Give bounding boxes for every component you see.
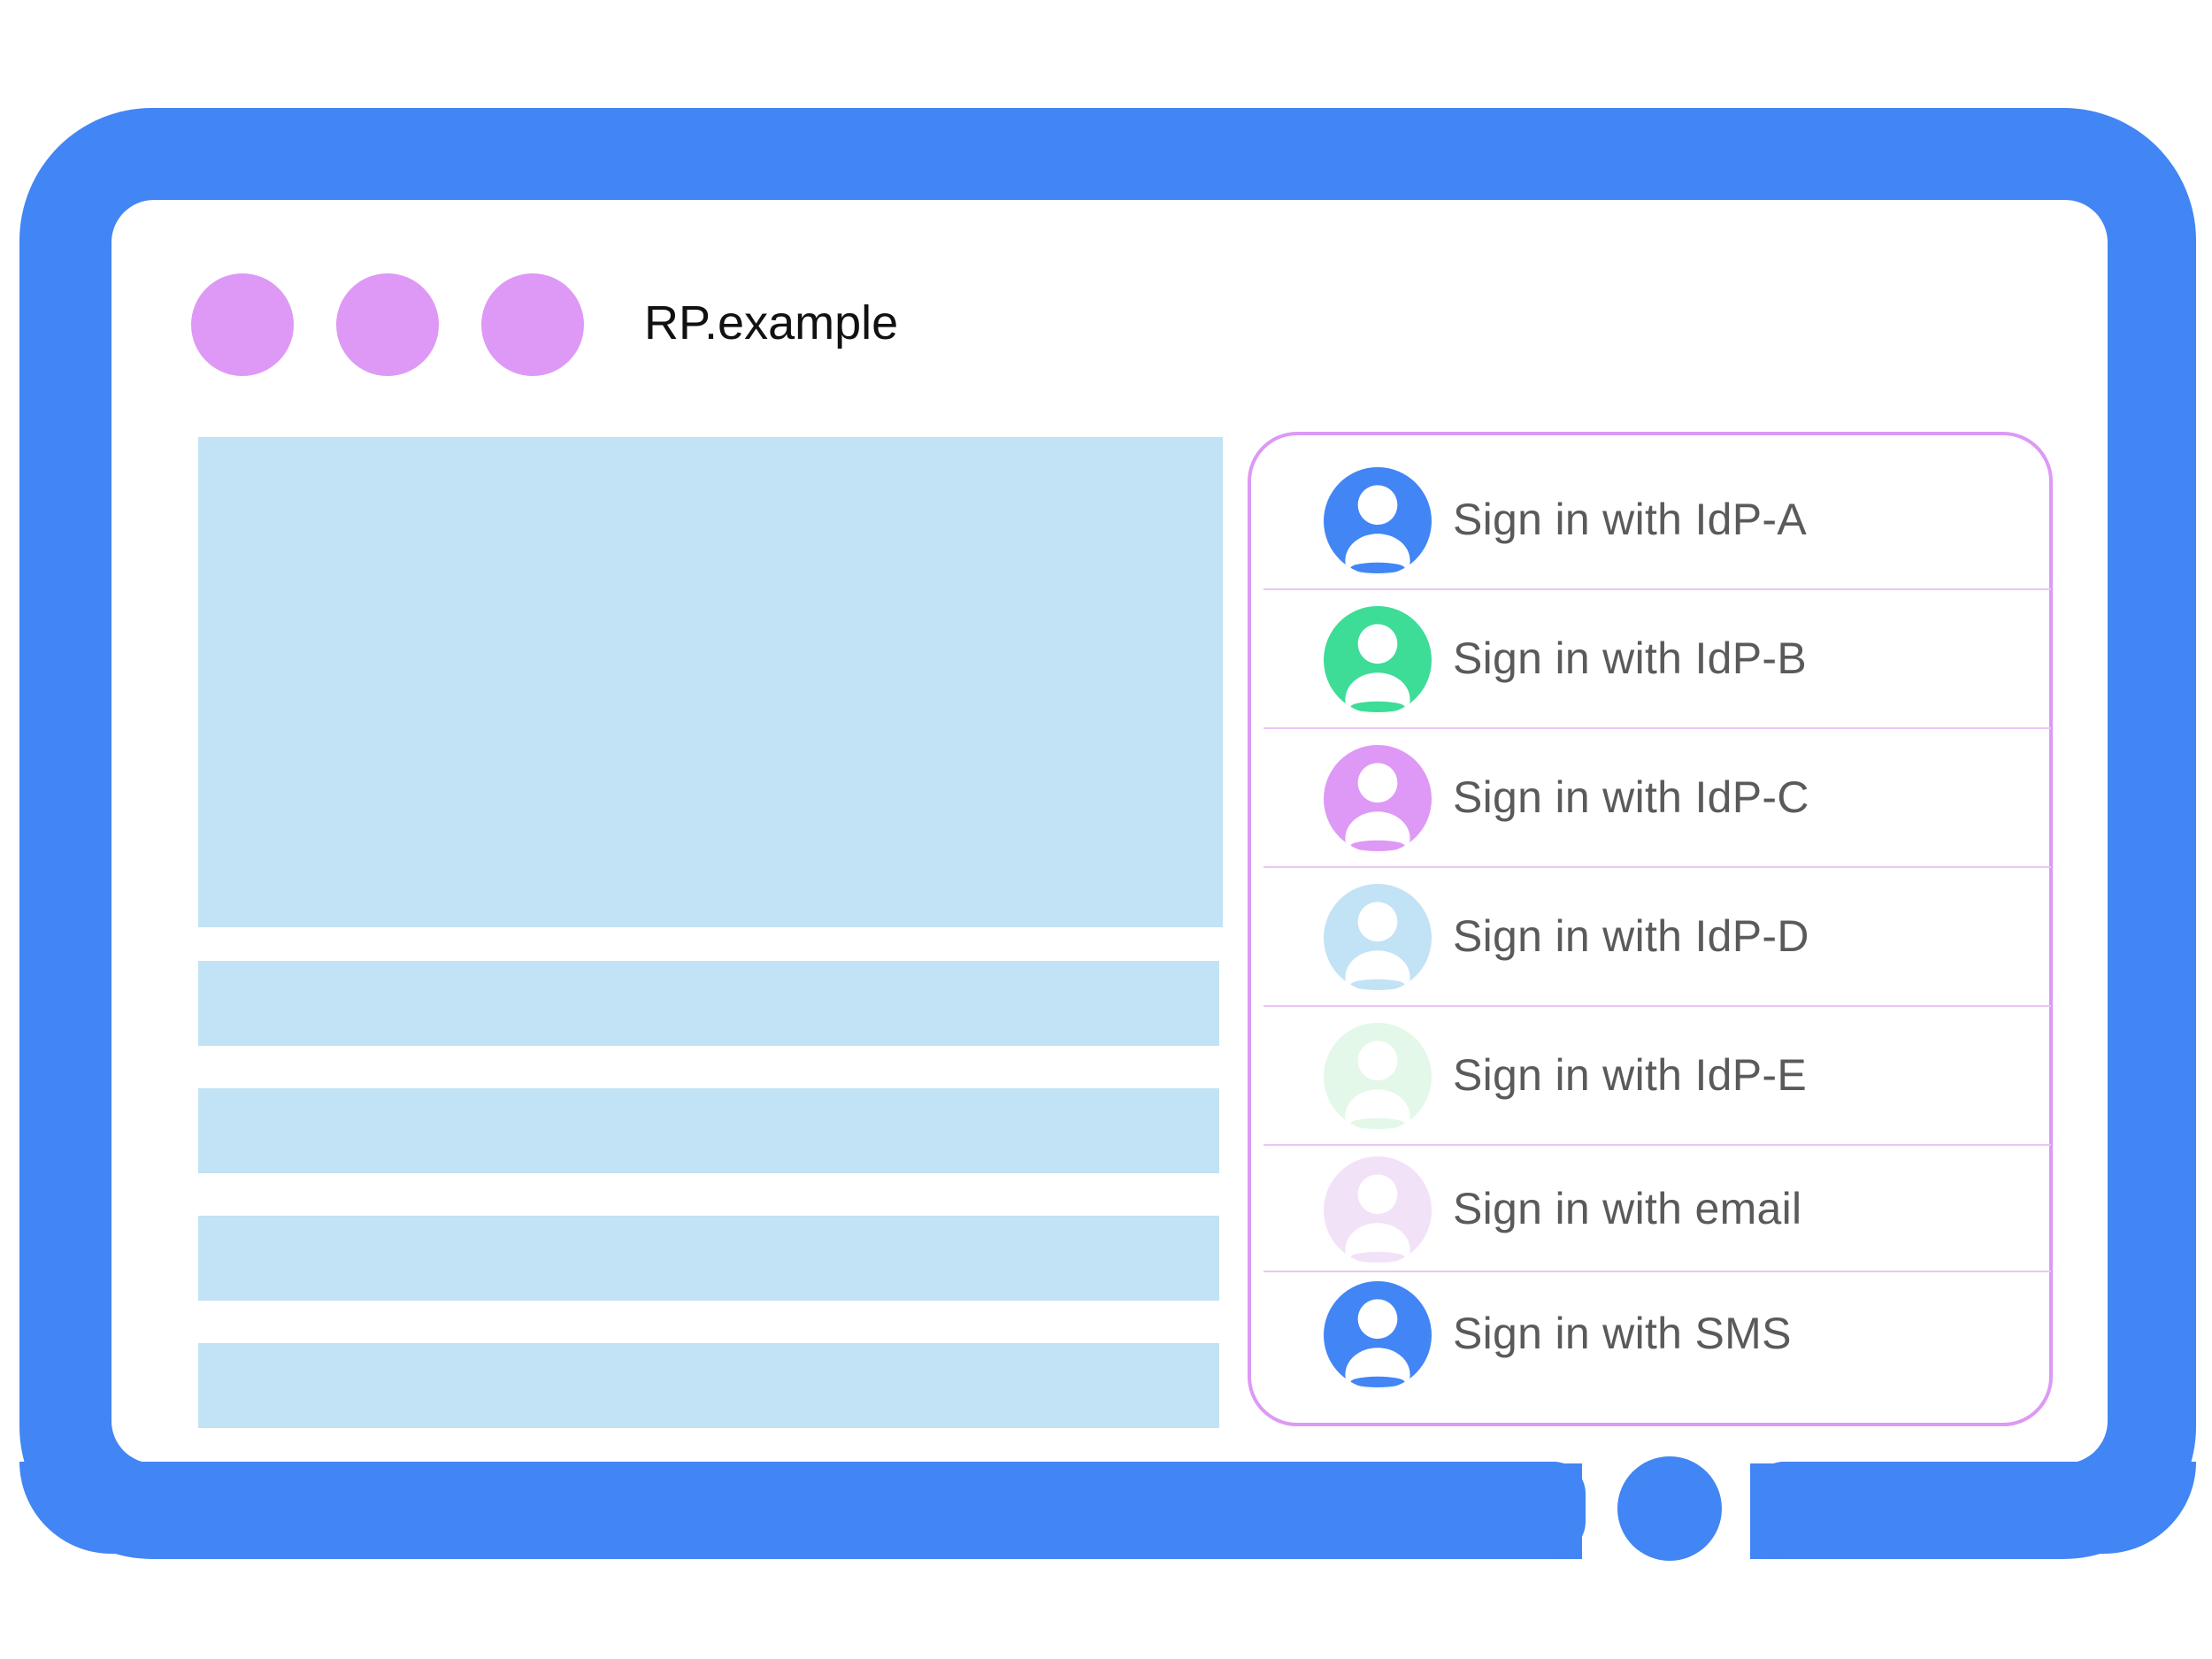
signin-option-label: Sign in with IdP-E — [1453, 1050, 1808, 1100]
signin-option-divider — [1263, 727, 2051, 729]
signin-option-label: Sign in with email — [1453, 1184, 1802, 1233]
user-avatar-icon — [1324, 1281, 1432, 1389]
signin-option-row[interactable]: Sign in with IdP-B — [1256, 590, 2053, 728]
signin-option-label: Sign in with IdP-D — [1453, 911, 1809, 961]
content-image-placeholder — [198, 437, 1223, 927]
signin-option-row[interactable]: Sign in with email — [1256, 1141, 2053, 1279]
user-avatar-icon — [1324, 606, 1432, 714]
home-button[interactable] — [1617, 1456, 1722, 1561]
signin-option-row[interactable]: Sign in with IdP-D — [1256, 868, 2053, 1006]
user-avatar-icon — [1324, 884, 1432, 992]
signin-option-row[interactable]: Sign in with SMS — [1256, 1265, 2053, 1403]
user-avatar-icon — [1324, 467, 1432, 575]
window-dot-1 — [191, 273, 294, 376]
frame-bottom-bar-left — [19, 1462, 1586, 1554]
user-avatar-icon — [1324, 1156, 1432, 1264]
content-line-placeholder — [198, 961, 1219, 1046]
signin-option-divider — [1263, 588, 2051, 590]
signin-option-divider — [1263, 1271, 2051, 1272]
content-line-placeholder — [198, 1216, 1219, 1301]
signin-option-row[interactable]: Sign in with IdP-E — [1256, 1007, 2053, 1145]
signin-option-label: Sign in with IdP-B — [1453, 634, 1808, 683]
content-line-placeholder — [198, 1088, 1219, 1173]
signin-option-label: Sign in with IdP-C — [1453, 772, 1809, 822]
user-avatar-icon — [1324, 745, 1432, 853]
signin-option-divider — [1263, 1005, 2051, 1007]
signin-option-divider — [1263, 1144, 2051, 1146]
window-dot-3 — [481, 273, 584, 376]
signin-option-label: Sign in with SMS — [1453, 1309, 1792, 1358]
content-line-placeholder — [198, 1343, 1219, 1428]
frame-bottom-bar-right — [1752, 1462, 2196, 1554]
signin-option-row[interactable]: Sign in with IdP-C — [1256, 729, 2053, 867]
window-dot-2 — [336, 273, 439, 376]
signin-option-row[interactable]: Sign in with IdP-A — [1256, 451, 2053, 589]
user-avatar-icon — [1324, 1023, 1432, 1131]
signin-option-divider — [1263, 866, 2051, 868]
site-title: RP.example — [644, 296, 899, 349]
signin-option-label: Sign in with IdP-A — [1453, 495, 1808, 544]
